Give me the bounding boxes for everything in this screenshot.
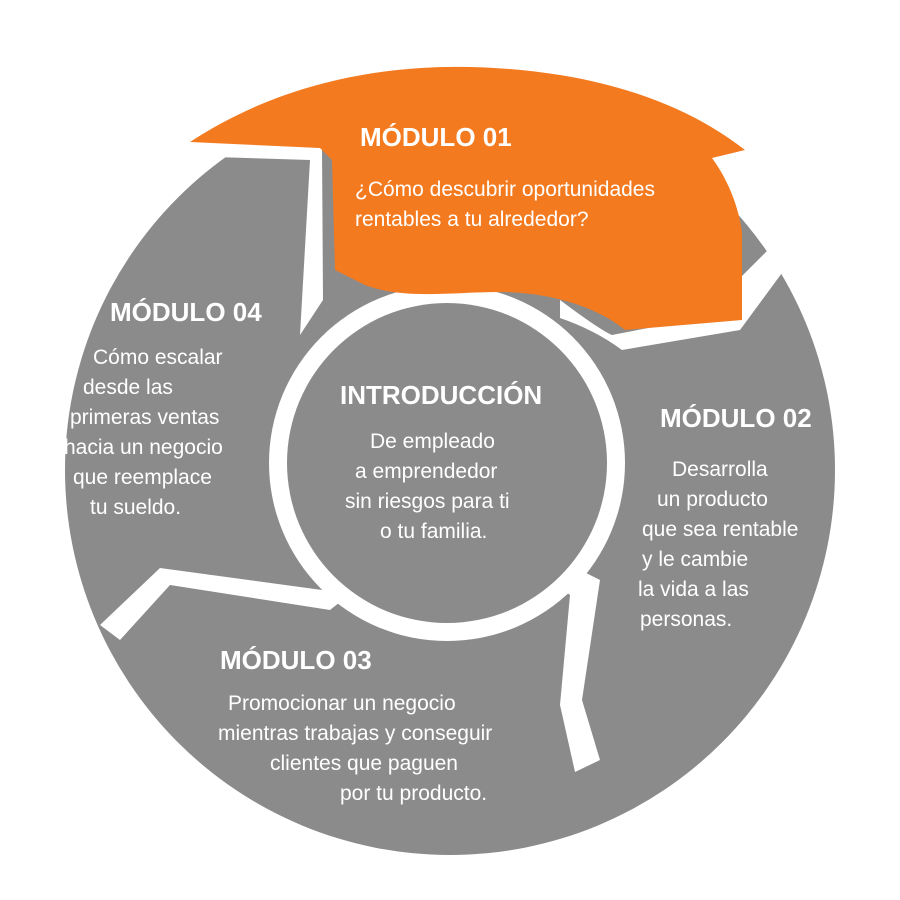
module-02-line-2: un producto	[657, 488, 768, 511]
module-02-line-1: Desarrolla	[672, 458, 768, 481]
module-01-line-1: ¿Cómo descubrir oportunidades	[355, 178, 655, 201]
module-04-line-1: Cómo escalar	[93, 346, 223, 369]
module-01-segment	[190, 66, 745, 330]
module-04-title: MÓDULO 04	[110, 297, 262, 327]
intro-title: INTRODUCCIÓN	[340, 380, 543, 410]
module-02-title: MÓDULO 02	[660, 403, 812, 433]
module-02-line-5: la vida a las	[638, 578, 749, 601]
module-04-line-3: primeras ventas	[70, 406, 220, 429]
module-02-line-4: y le cambie	[642, 548, 749, 571]
intro-line-3: sin riesgos para ti	[345, 490, 510, 513]
module-04-line-6: tu sueldo.	[90, 496, 182, 519]
segment-gaps	[100, 140, 790, 772]
module-04-line-4: hacia un negocio	[64, 436, 223, 459]
module-04-line-5: que reemplace	[73, 466, 212, 489]
center-circle	[287, 303, 607, 623]
module-02-line-6: personas.	[640, 608, 733, 631]
module-03-line-1: Promocionar un negocio	[228, 692, 456, 715]
module-03-title: MÓDULO 03	[220, 645, 372, 675]
module-04-line-2: desde las	[83, 376, 173, 399]
intro-line-2: a emprendedor	[355, 460, 498, 483]
module-01-title: MÓDULO 01	[360, 122, 512, 152]
module-03-line-2: mientras trabajas y conseguir	[218, 722, 493, 745]
module-03-line-3: clientes que paguen	[270, 752, 458, 775]
module-01-line-2: rentables a tu alrededor?	[355, 208, 589, 231]
intro-line-4: o tu familia.	[380, 520, 488, 543]
intro-line-1: De empleado	[370, 430, 495, 453]
module-02-line-3: que sea rentable	[642, 518, 799, 541]
module-03-line-4: por tu producto.	[340, 782, 488, 805]
